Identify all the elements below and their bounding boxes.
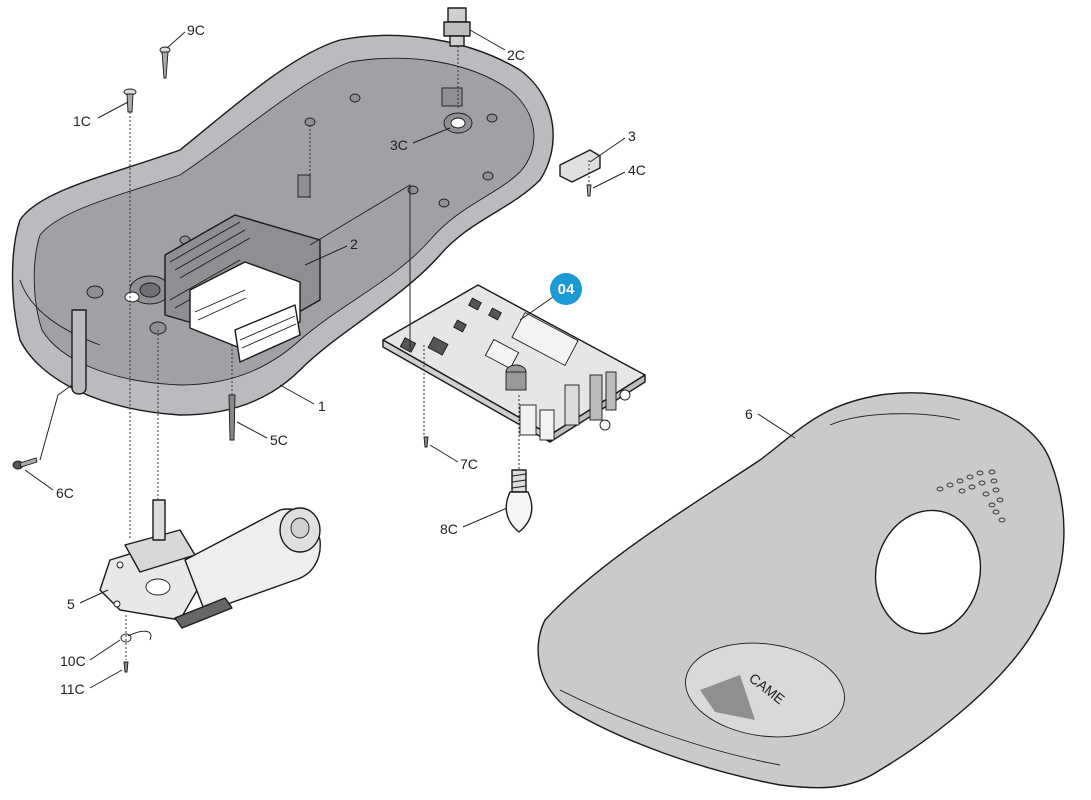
housing-cover: CAME [537,392,1065,789]
label-4c: 4C [628,162,646,178]
screw-11c [123,661,129,673]
label-part-2: 2 [350,236,358,252]
washer-10c [120,630,152,643]
screw-9c [159,46,171,79]
label-part-3: 3 [628,128,636,144]
label-part-1: 1 [318,398,326,414]
assembly-lines [39,46,590,660]
screw-4c [586,184,592,197]
label-1c: 1C [73,113,91,129]
label-part-5: 5 [67,596,75,612]
screw-1c [123,88,137,113]
control-board [382,284,646,443]
highlight-badge[interactable]: 04 [550,273,582,305]
gear-motor [99,499,321,629]
leader-lines [24,29,796,689]
label-9c: 9C [187,22,205,38]
housing-base [11,34,554,416]
label-11c: 11C [60,681,85,697]
speaker-holes [936,469,1006,523]
bracket-part-3 [559,149,601,183]
highlight-badge-label[interactable]: 04 [558,281,575,298]
highlight-badge-circle[interactable] [550,273,582,305]
light-bulb [505,469,533,533]
label-8c: 8C [440,521,458,537]
housing-bracket [71,309,87,395]
label-6c: 6C [56,485,74,501]
part-labels: 9C 2C 1C 3C 3 4C 2 1 5C 6C 7C 8C 5 10C 1… [56,22,753,697]
label-2c: 2C [507,47,525,63]
transformer [164,214,321,363]
label-5c: 5C [270,432,288,448]
screw-5c [228,394,236,441]
label-3c: 3C [390,137,408,153]
screw-6c [12,457,38,470]
label-part-6: 6 [745,406,753,422]
screw-7c [423,436,429,448]
label-10c: 10C [60,653,86,669]
label-7c: 7C [460,456,478,472]
housing-bosses [86,87,498,335]
came-logo-shape [700,675,755,720]
cable-gland-2c [443,7,471,47]
